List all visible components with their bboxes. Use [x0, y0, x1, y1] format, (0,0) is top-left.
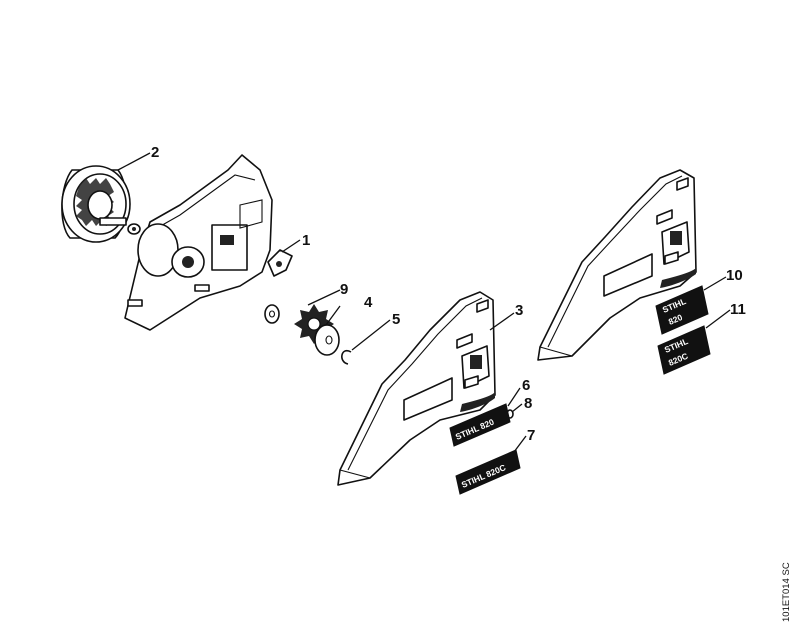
- clutch-drum-part-2: [61, 165, 141, 243]
- reference-code: 101ET014 SC: [781, 562, 792, 622]
- clip-part-1: [267, 249, 293, 277]
- e-clip-part-5: [341, 349, 352, 365]
- decal-part-11: STIHL 820C: [657, 325, 711, 375]
- sprocket-cover-part-3: [337, 291, 496, 486]
- callout-5: 5: [392, 311, 400, 328]
- washer-part-9: [264, 304, 280, 324]
- callout-8: 8: [524, 395, 532, 412]
- callout-4: 4: [364, 294, 373, 311]
- chain-brake-housing: [124, 154, 273, 331]
- leader-lines: [117, 152, 731, 453]
- callout-3: 3: [515, 302, 523, 319]
- sprocket-cover-variant: [537, 169, 697, 361]
- washer-part-4: [314, 324, 340, 356]
- callout-11: 11: [730, 301, 746, 318]
- decal-part-10: STIHL 820: [655, 285, 709, 335]
- callout-1: 1: [302, 232, 310, 249]
- callout-10: 10: [726, 267, 743, 284]
- callout-numbers: 2 1 9 4 5 3 6 8 7 10 11: [151, 144, 746, 444]
- callout-9: 9: [340, 281, 348, 298]
- decal-part-7: STIHL 820C: [455, 449, 521, 495]
- callout-7: 7: [527, 427, 535, 444]
- callout-2: 2: [151, 144, 159, 161]
- callout-6: 6: [522, 377, 530, 394]
